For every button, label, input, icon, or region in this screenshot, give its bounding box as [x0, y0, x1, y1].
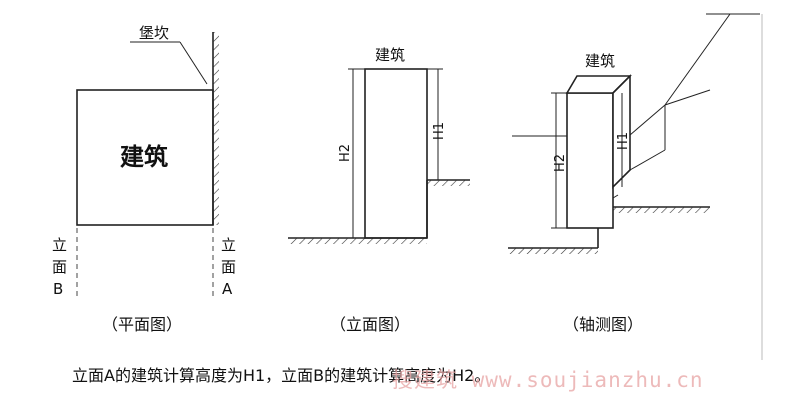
axo-ground-high-hatch: [598, 207, 710, 213]
elev-ground-high-hatch: [427, 180, 470, 186]
elev-building-outline: [364, 68, 428, 239]
elev-b-char3: B: [53, 280, 63, 298]
axo-h2-label: H2: [553, 154, 568, 172]
elev-a-char3: A: [222, 280, 233, 298]
axo-slope-foot: [629, 149, 666, 171]
plan-wall-hatch: [213, 32, 219, 225]
axonometric-view: H2 H1 建筑 （轴测图）: [508, 13, 763, 360]
axo-building-front: [566, 92, 614, 229]
elevation-view: H2 H1 建筑 （立面图）: [288, 46, 470, 334]
axo-slope-lower: [664, 69, 691, 106]
axo-caption: （轴测图）: [563, 315, 643, 334]
axo-slope-cut: [629, 104, 666, 136]
plan-caption: （平面图）: [102, 315, 182, 334]
elev-caption: （立面图）: [330, 315, 410, 334]
elev-a-char1: 立: [221, 236, 236, 254]
elev-ground-low-hatch: [288, 238, 427, 244]
elev-b-char1: 立: [52, 236, 67, 254]
watermark: 搜建筑 www.soujianzhu.cn: [392, 368, 704, 392]
axo-ground-low-hatch: [508, 248, 598, 254]
elev-building-label: 建筑: [375, 46, 405, 64]
plan-view: 堡坎 建筑 立 面 B 立 面 A （平面图）: [52, 24, 236, 334]
plan-wall-label: 堡坎: [139, 24, 169, 42]
elev-h1-label: H1: [432, 122, 447, 140]
elev-a-char2: 面: [221, 258, 236, 276]
axo-slope-upper: [689, 13, 731, 71]
plan-building-label: 建筑: [120, 143, 168, 171]
elev-b-char2: 面: [52, 258, 67, 276]
axo-slope-back: [664, 89, 711, 106]
axo-building-label: 建筑: [585, 52, 615, 70]
plan-wall-leader: [179, 41, 208, 85]
elev-h2-label: H2: [338, 144, 353, 162]
footnote-text: 立面A的建筑计算高度为H1，立面B的建筑计算高度为H2。: [72, 366, 491, 385]
axo-h1-label: H1: [616, 132, 631, 150]
